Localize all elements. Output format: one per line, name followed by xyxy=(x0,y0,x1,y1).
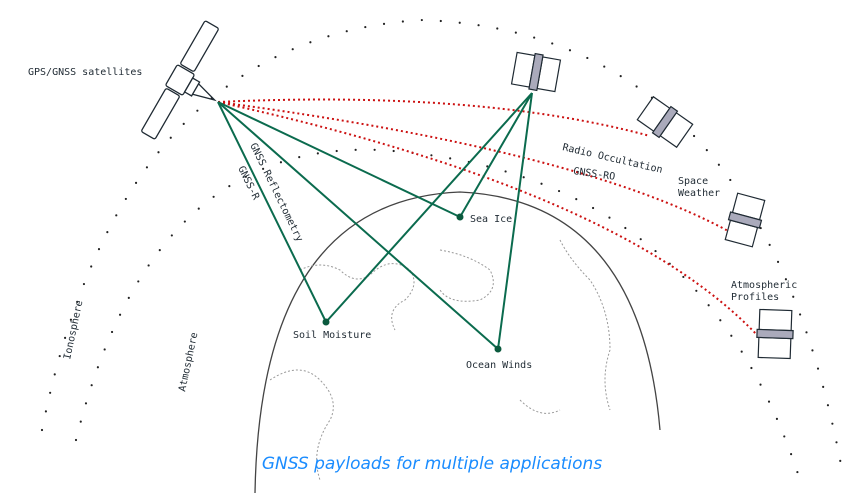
atmospheric-profiles-label-line2: Profiles xyxy=(731,292,779,303)
leo-satellite-atmospheric-icon xyxy=(756,308,794,360)
gnss-ro-label: GNSS-RO xyxy=(573,166,616,183)
occultation-path-atmos xyxy=(217,101,759,337)
gps-satellite-icon xyxy=(141,20,219,140)
gps-satellites-label: GPS/GNSS satellites xyxy=(28,67,142,78)
ocean-winds-point xyxy=(494,345,502,353)
atmosphere-boundary xyxy=(74,148,802,482)
occultation-paths xyxy=(217,98,759,337)
leo-satellite-space-weather-2-icon xyxy=(724,192,766,248)
sea-ice-label: Sea Ice xyxy=(470,214,512,225)
ionosphere-boundary xyxy=(40,18,844,472)
atmosphere-label: Atmosphere xyxy=(177,331,200,392)
ionosphere-label: Ionosphere xyxy=(62,299,85,360)
atmospheric-profiles-label-line1: Atmospheric xyxy=(731,280,797,291)
reflection-path-soil xyxy=(217,92,533,324)
sea-ice-point xyxy=(456,213,464,221)
space-weather-label-line2: Weather xyxy=(678,188,720,199)
soil-moisture-point xyxy=(322,318,330,326)
soil-moisture-label: Soil Moisture xyxy=(293,330,371,341)
space-weather-label-line1: Space xyxy=(678,176,708,187)
occultation-path-space-1 xyxy=(217,98,651,137)
figure-caption: GNSS payloads for multiple applications xyxy=(261,454,603,474)
coastline xyxy=(269,239,611,481)
leo-satellite-space-weather-1-icon xyxy=(636,95,694,149)
earth-limb xyxy=(254,191,661,493)
leo-satellite-reflectometry-icon xyxy=(510,51,562,93)
ocean-winds-label: Ocean Winds xyxy=(466,360,532,371)
